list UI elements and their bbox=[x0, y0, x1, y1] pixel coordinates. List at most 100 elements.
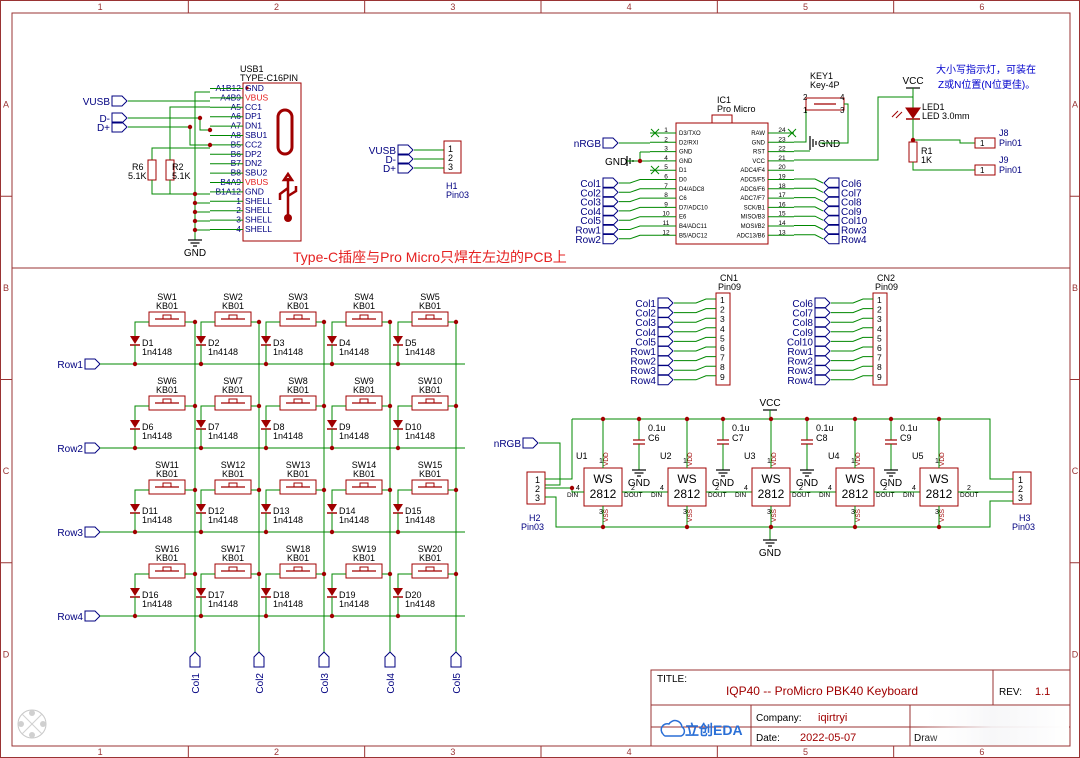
port-row2[interactable] bbox=[84, 442, 101, 454]
diode-symbol[interactable] bbox=[261, 336, 271, 344]
diode-symbol[interactable] bbox=[130, 588, 140, 596]
cn1-port-4[interactable] bbox=[657, 335, 674, 347]
key-switch[interactable] bbox=[345, 479, 383, 495]
ic1-body[interactable] bbox=[675, 122, 769, 245]
port-ic-col2[interactable] bbox=[602, 186, 619, 198]
cn1-body[interactable] bbox=[715, 292, 731, 386]
h1-port-2[interactable] bbox=[397, 162, 414, 174]
port-ic-col4[interactable] bbox=[602, 205, 619, 217]
key-switch[interactable] bbox=[345, 311, 383, 327]
port-col2[interactable] bbox=[253, 651, 265, 668]
port-ic-col7[interactable] bbox=[823, 186, 840, 198]
diode-symbol[interactable] bbox=[196, 336, 206, 344]
key-switch[interactable] bbox=[148, 395, 186, 411]
pan-dot-icon[interactable] bbox=[29, 710, 35, 716]
key-switch[interactable] bbox=[148, 311, 186, 327]
key-switch[interactable] bbox=[148, 563, 186, 579]
pan-dot-icon[interactable] bbox=[18, 721, 24, 727]
led1-diode-icon[interactable] bbox=[905, 107, 921, 119]
port-ic-col9[interactable] bbox=[823, 205, 840, 217]
port-d-plus[interactable] bbox=[111, 121, 128, 133]
cn2-port-5[interactable] bbox=[814, 345, 831, 357]
cn2-port-0[interactable] bbox=[814, 297, 831, 309]
diode-symbol[interactable] bbox=[261, 588, 271, 596]
usb-connector-body[interactable] bbox=[242, 82, 302, 242]
j8-body[interactable] bbox=[974, 137, 996, 149]
cn1-port-1[interactable] bbox=[657, 307, 674, 319]
cn2-port-1[interactable] bbox=[814, 307, 831, 319]
j9-body[interactable] bbox=[974, 164, 996, 176]
resistor-r1[interactable] bbox=[908, 141, 918, 163]
port-nrgb[interactable] bbox=[602, 137, 619, 149]
port-ic-row1[interactable] bbox=[602, 224, 619, 235]
port-ic-col1[interactable] bbox=[602, 177, 619, 189]
port-nrgb-rgb[interactable] bbox=[522, 437, 539, 449]
port-row4[interactable] bbox=[84, 610, 101, 622]
port-col3[interactable] bbox=[318, 651, 330, 668]
port-row3[interactable] bbox=[84, 526, 101, 538]
key-switch[interactable] bbox=[214, 563, 252, 579]
key-switch[interactable] bbox=[345, 395, 383, 411]
cn1-port-0[interactable] bbox=[657, 297, 674, 309]
diode-symbol[interactable] bbox=[261, 504, 271, 512]
h3-body[interactable] bbox=[1012, 471, 1032, 505]
cn2-port-3[interactable] bbox=[814, 326, 831, 338]
cn1-port-2[interactable] bbox=[657, 316, 674, 328]
cn1-port-8[interactable] bbox=[657, 374, 674, 386]
key-switch[interactable] bbox=[279, 563, 317, 579]
h1-port-0[interactable] bbox=[397, 144, 414, 156]
port-ic-col10[interactable] bbox=[823, 214, 840, 226]
port-ic-col8[interactable] bbox=[823, 196, 840, 208]
port-d-minus[interactable] bbox=[111, 112, 128, 124]
diode-symbol[interactable] bbox=[196, 420, 206, 428]
key-switch[interactable] bbox=[214, 479, 252, 495]
diode-symbol[interactable] bbox=[327, 504, 337, 512]
h1-body[interactable] bbox=[443, 140, 462, 174]
cn2-port-4[interactable] bbox=[814, 335, 831, 347]
port-col5[interactable] bbox=[450, 651, 462, 668]
port-ic-row2[interactable] bbox=[602, 233, 619, 245]
key-switch[interactable] bbox=[279, 311, 317, 327]
diode-symbol[interactable] bbox=[196, 588, 206, 596]
diode-symbol[interactable] bbox=[393, 336, 403, 344]
cn2-port-7[interactable] bbox=[814, 364, 831, 376]
diode-symbol[interactable] bbox=[327, 336, 337, 344]
pan-dot-icon[interactable] bbox=[40, 721, 46, 727]
cn1-port-6[interactable] bbox=[657, 355, 674, 367]
diode-symbol[interactable] bbox=[327, 420, 337, 428]
port-ic-col3[interactable] bbox=[602, 196, 619, 208]
diode-symbol[interactable] bbox=[393, 420, 403, 428]
diode-symbol[interactable] bbox=[130, 504, 140, 512]
key-switch[interactable] bbox=[411, 311, 449, 327]
pan-dot-icon[interactable] bbox=[29, 732, 35, 738]
key-switch[interactable] bbox=[345, 563, 383, 579]
diode-symbol[interactable] bbox=[130, 420, 140, 428]
key-switch[interactable] bbox=[411, 395, 449, 411]
key-switch[interactable] bbox=[148, 479, 186, 495]
cn1-port-7[interactable] bbox=[657, 364, 674, 376]
diode-symbol[interactable] bbox=[261, 420, 271, 428]
canvas-navigation[interactable] bbox=[17, 709, 47, 739]
diode-symbol[interactable] bbox=[327, 588, 337, 596]
port-col1[interactable] bbox=[189, 651, 201, 668]
cn1-port-5[interactable] bbox=[657, 345, 674, 357]
key-switch[interactable] bbox=[411, 479, 449, 495]
key-switch[interactable] bbox=[411, 563, 449, 579]
cn1-port-3[interactable] bbox=[657, 326, 674, 338]
port-ic-col5[interactable] bbox=[602, 214, 619, 226]
cn2-body[interactable] bbox=[872, 292, 888, 386]
key-switch[interactable] bbox=[279, 479, 317, 495]
key-switch[interactable] bbox=[279, 395, 317, 411]
port-row1[interactable] bbox=[84, 358, 101, 370]
port-ic-row3[interactable] bbox=[823, 224, 840, 235]
resistor-r6[interactable] bbox=[147, 159, 157, 181]
key-switch[interactable] bbox=[214, 311, 252, 327]
cn2-port-8[interactable] bbox=[814, 374, 831, 386]
diode-symbol[interactable] bbox=[196, 504, 206, 512]
port-col4[interactable] bbox=[384, 651, 396, 668]
port-ic-row4[interactable] bbox=[823, 233, 840, 245]
key-switch[interactable] bbox=[214, 395, 252, 411]
cn2-port-2[interactable] bbox=[814, 316, 831, 328]
port-vusb[interactable] bbox=[111, 95, 128, 107]
